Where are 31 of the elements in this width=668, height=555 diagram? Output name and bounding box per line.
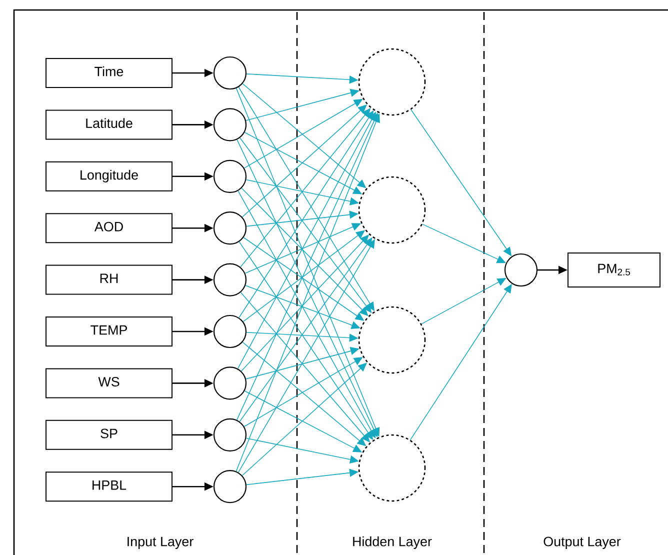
hidden-neuron-circle [358, 306, 426, 374]
neuron-circle [213, 418, 247, 452]
input-box: Longitude [46, 161, 172, 192]
input-box: HPBL [46, 472, 172, 502]
hidden-neuron-circle [358, 434, 426, 502]
input-box: SP [46, 420, 172, 450]
neuron-circle [213, 160, 247, 193]
neuron-circle [213, 56, 247, 90]
layer-label: Output Layer [544, 536, 621, 549]
output-box: PM$_{2.5}$ [568, 252, 660, 288]
arrow [240, 234, 369, 372]
input-box: Latitude [46, 110, 172, 140]
input-box: Time [46, 58, 172, 88]
layer-label: Hidden Layer [353, 536, 432, 549]
arrow [238, 239, 375, 473]
neuron-circle [504, 253, 538, 287]
neuron-circle [213, 108, 247, 142]
input-box: TEMP [46, 316, 172, 346]
arrow [242, 104, 367, 218]
neuron-circle [213, 212, 247, 245]
input-box: WS [46, 368, 172, 398]
arrow [244, 357, 363, 427]
input-box: RH [46, 264, 172, 295]
input-box: AOD [46, 213, 172, 244]
neuron-circle [213, 263, 247, 296]
layer-label: Input Layer [128, 536, 194, 549]
neuron-circle [213, 470, 247, 504]
neuron-circle [213, 314, 247, 348]
hidden-neuron-circle [358, 48, 426, 116]
hidden-neuron-circle [358, 176, 426, 244]
neuron-circle [213, 366, 247, 400]
